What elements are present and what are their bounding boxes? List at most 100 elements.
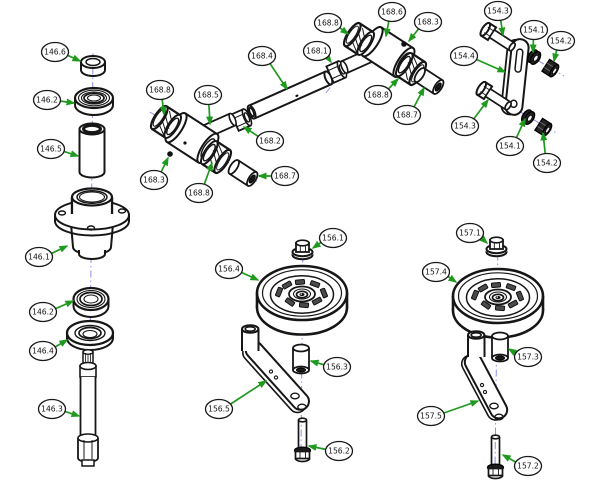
callout-bubble[interactable] [513, 346, 543, 368]
callout-bubble[interactable] [322, 356, 352, 378]
callout-label: 168.7 [274, 172, 296, 181]
callout-bubble[interactable] [28, 340, 58, 362]
callout-157.2[interactable]: 157.2 [501, 454, 543, 477]
leader-arrow-icon [54, 300, 75, 310]
callout-bubble[interactable] [413, 11, 443, 33]
callout-bubble[interactable] [37, 398, 67, 420]
leader-arrow-icon [54, 339, 69, 348]
callout-bubble[interactable] [455, 222, 485, 244]
callout-154.3[interactable]: 154.3 [483, 0, 513, 37]
callout-bubble[interactable] [421, 261, 451, 283]
callout-146.3[interactable]: 146.3 [37, 398, 81, 420]
callout-154.4[interactable]: 154.4 [449, 45, 507, 73]
callout-bubble[interactable] [145, 79, 175, 101]
callout-label: 146.5 [40, 145, 62, 154]
callout-146.1[interactable]: 146.1 [24, 245, 69, 268]
callout-156.5[interactable]: 156.5 [204, 380, 268, 420]
callout-bubble[interactable] [318, 227, 348, 249]
callout-label: 154.4 [453, 52, 475, 61]
idler-assembly-1 [241, 239, 349, 463]
callout-168.3[interactable]: 168.3 [139, 156, 169, 191]
leader-arrow-icon [240, 271, 260, 281]
callout-157.5[interactable]: 157.5 [416, 400, 480, 427]
callout-168.6[interactable]: 168.6 [377, 1, 407, 38]
callout-168.8[interactable]: 168.8 [313, 12, 350, 35]
callout-bubble[interactable] [416, 405, 446, 427]
callout-154.3[interactable]: 154.3 [450, 98, 489, 137]
callout-168.1[interactable]: 168.1 [302, 40, 332, 64]
callout-bubble[interactable] [32, 89, 62, 111]
callout-bubble[interactable] [139, 169, 169, 191]
spacer-part [491, 331, 509, 363]
callout-156.4[interactable]: 156.4 [214, 258, 260, 281]
callout-bubble[interactable] [546, 30, 576, 52]
callout-bubble[interactable] [40, 41, 70, 63]
spacer-tube-part [78, 122, 106, 179]
callout-168.8[interactable]: 168.8 [184, 161, 214, 204]
leader-arrow-icon [242, 126, 260, 138]
callout-156.3[interactable]: 156.3 [309, 356, 352, 378]
callout-154.2[interactable]: 154.2 [546, 30, 576, 63]
callout-bubble[interactable] [28, 301, 58, 323]
callout-168.4[interactable]: 168.4 [247, 45, 288, 91]
callout-168.8[interactable]: 168.8 [363, 77, 400, 106]
callout-bubble[interactable] [532, 152, 562, 174]
callout-bubble[interactable] [513, 455, 543, 477]
callout-bubble[interactable] [483, 0, 513, 22]
callout-146.2[interactable]: 146.2 [32, 89, 76, 111]
callout-157.3[interactable]: 157.3 [507, 346, 543, 368]
idler-pulley-part [255, 264, 349, 336]
callout-bubble[interactable] [204, 398, 234, 420]
callout-bubble[interactable] [449, 45, 479, 67]
callout-168.7[interactable]: 168.7 [392, 86, 425, 126]
callout-bubble[interactable] [193, 84, 223, 106]
callout-bubble[interactable] [392, 104, 422, 126]
callout-146.5[interactable]: 146.5 [36, 138, 80, 160]
callout-bubble[interactable] [450, 115, 480, 137]
callout-bubble[interactable] [24, 246, 54, 268]
callout-168.2[interactable]: 168.2 [242, 126, 285, 152]
leader-arrow-icon [338, 26, 350, 35]
callout-bubble[interactable] [184, 182, 214, 204]
callout-157.1[interactable]: 157.1 [455, 222, 489, 245]
callout-label: 156.3 [326, 363, 348, 372]
callout-154.1[interactable]: 154.1 [519, 19, 549, 54]
callout-bubble[interactable] [214, 258, 244, 280]
callout-layer: 146.6 146.2 146.5 146.1 146.2 146.4 146.3 168.8… [24, 0, 576, 477]
callout-168.8[interactable]: 168.8 [145, 79, 175, 116]
bearing-part [72, 286, 110, 318]
flange-nut-part [485, 236, 508, 258]
callout-bubble[interactable] [313, 12, 343, 34]
callout-bubble[interactable] [302, 40, 332, 62]
callout-157.4[interactable]: 157.4 [421, 261, 458, 283]
leader-arrow-icon [307, 444, 327, 451]
callout-bubble[interactable] [519, 19, 549, 41]
idler-pulley-part [451, 267, 545, 339]
callout-bubble[interactable] [324, 440, 354, 462]
callout-146.2[interactable]: 146.2 [28, 300, 75, 323]
callout-bubble[interactable] [36, 138, 66, 160]
leader-arrow-icon [159, 98, 167, 116]
leader-arrow-icon [309, 359, 325, 367]
callout-bubble[interactable] [495, 135, 525, 157]
leader-arrow-icon [540, 131, 548, 155]
callout-168.3[interactable]: 168.3 [408, 11, 443, 43]
callout-bubble[interactable] [270, 165, 300, 187]
callout-146.4[interactable]: 146.4 [28, 339, 69, 362]
callout-bubble[interactable] [255, 130, 285, 152]
leader-arrow-icon [515, 117, 526, 139]
leader-arrow-icon [229, 380, 268, 406]
callout-154.2[interactable]: 154.2 [532, 131, 562, 174]
callout-bubble[interactable] [377, 1, 407, 23]
callout-168.7[interactable]: 168.7 [257, 165, 300, 187]
callout-168.5[interactable]: 168.5 [193, 84, 223, 126]
callout-bubble[interactable] [247, 45, 277, 67]
callout-bubble[interactable] [363, 84, 393, 106]
callout-146.6[interactable]: 146.6 [40, 41, 82, 63]
callout-label: 168.8 [317, 19, 339, 28]
washer-part [65, 319, 115, 351]
callout-156.2[interactable]: 156.2 [307, 440, 354, 462]
idler-assembly-2 [451, 236, 545, 480]
callout-156.1[interactable]: 156.1 [311, 227, 348, 249]
callout-154.1[interactable]: 154.1 [495, 117, 526, 157]
